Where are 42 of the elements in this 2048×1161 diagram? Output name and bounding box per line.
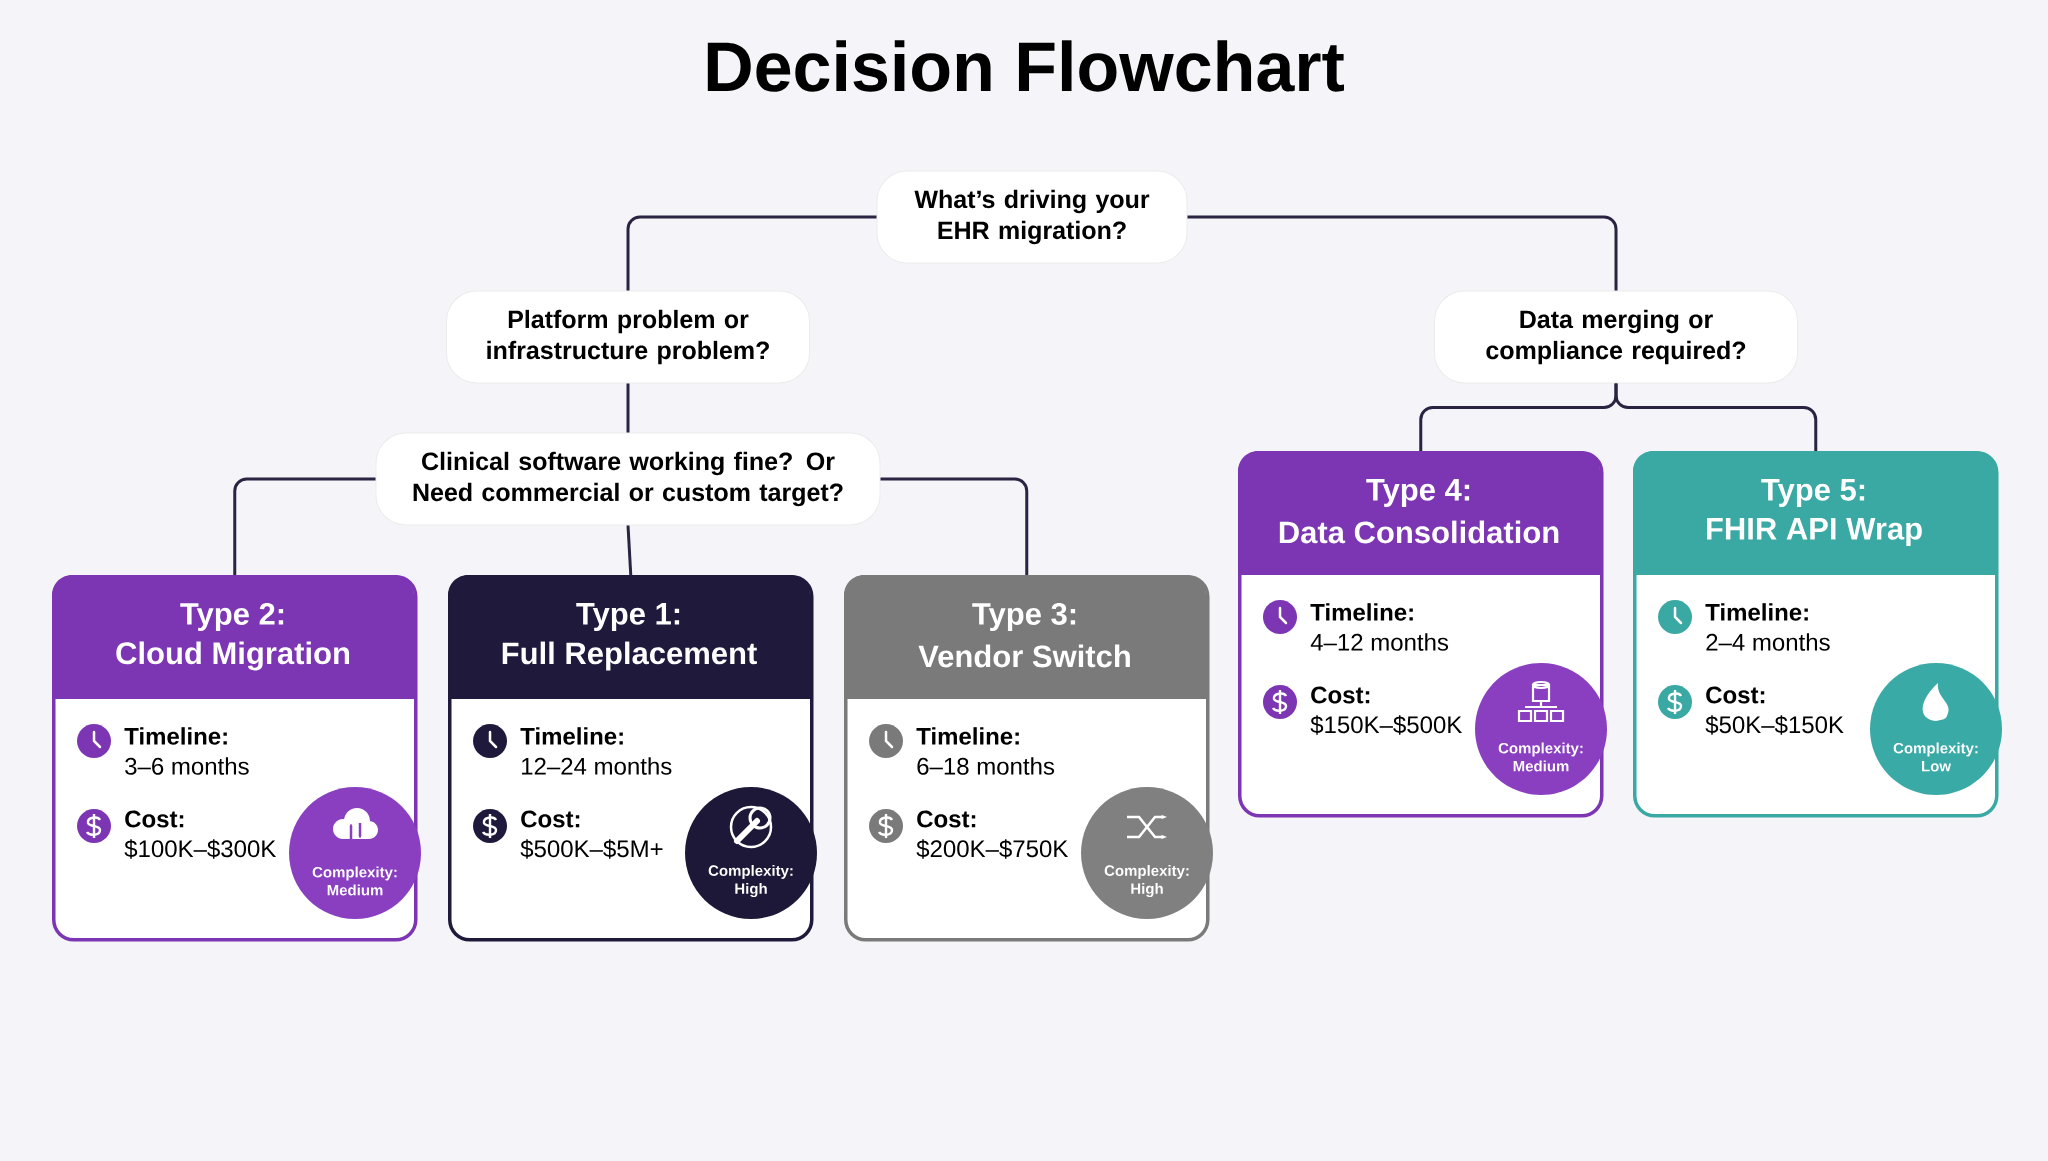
question-box: What’s driving your EHR migration? <box>876 170 1188 264</box>
timeline-label: Timeline: <box>916 727 1019 745</box>
complexity-label: Complexity: High <box>1104 864 1189 898</box>
cost-label: Cost: <box>1311 686 1370 704</box>
timeline-value: 3–6 months <box>125 757 249 775</box>
title: Decision Flowchart <box>707 40 1344 92</box>
card-title: Type 4: Data Consolidation <box>1279 479 1559 544</box>
timeline-value: 6–18 months <box>917 757 1055 775</box>
timeline-value: 12–24 months <box>522 757 672 775</box>
card-title: Type 2: Cloud Migration <box>116 602 350 671</box>
question-box: Clinical software working fine? Or Need commercial or custom target? <box>375 432 881 526</box>
connector-line <box>1187 215 1618 291</box>
timeline-label: Timeline: <box>124 727 227 745</box>
question-box: Data merging or compliance required? <box>1434 290 1798 384</box>
connector-line <box>626 525 633 576</box>
connector-line <box>233 477 376 575</box>
cost-value: $500K–$5M+ <box>520 839 663 859</box>
cost-value: $100K–$300K <box>124 839 277 859</box>
complexity-label: Complexity: Medium <box>1498 742 1583 772</box>
connector-line <box>626 215 877 291</box>
cost-label: Cost: <box>917 810 976 828</box>
timeline-value: 4–12 months <box>1310 633 1449 651</box>
timeline-label: Timeline: <box>1310 603 1413 621</box>
timeline-label: Timeline: <box>1705 603 1808 621</box>
cost-label: Cost: <box>521 810 580 828</box>
cost-value: $50K–$150K <box>1705 715 1844 735</box>
complexity-label: Complexity: High <box>708 864 793 898</box>
card-title: Type 5: FHIR API Wrap <box>1707 479 1922 546</box>
timeline-value: 2–4 months <box>1706 633 1830 651</box>
cost-value: $200K–$750K <box>916 839 1069 859</box>
connector-line <box>1614 383 1818 451</box>
card-title: Type 1: Full Replacement <box>502 603 757 671</box>
connector-line <box>626 383 630 433</box>
card-title: Type 3: Vendor Switch <box>918 602 1130 668</box>
cost-label: Cost: <box>125 810 184 828</box>
cost-value: $150K–$500K <box>1310 715 1463 735</box>
cost-label: Cost: <box>1706 686 1765 704</box>
complexity-label: Complexity: Medium <box>312 866 397 896</box>
complexity-label: Complexity: Low <box>1893 742 1978 772</box>
connector-line <box>880 477 1029 575</box>
timeline-label: Timeline: <box>520 727 623 745</box>
question-box: Platform problem or infrastructure problem? <box>446 290 810 384</box>
